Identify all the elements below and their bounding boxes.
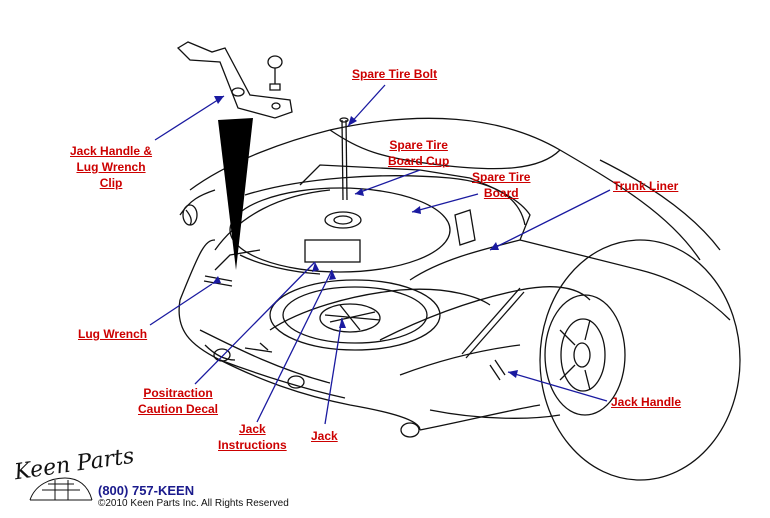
label-spare-tire-board-line-2: Board (483, 186, 519, 200)
label-jack-handle-clip-line-2: Lug Wrench (76, 160, 146, 174)
keen-parts-logo-car (29, 477, 93, 501)
label-spare-tire-board[interactable]: Spare Tire Board (472, 169, 530, 201)
label-jack-instructions-line-1: Jack (238, 422, 266, 436)
label-jack-handle-clip-line-3: Clip (99, 176, 123, 190)
label-jack-instructions[interactable]: Jack Instructions (218, 421, 287, 453)
jack-handle-wedge (218, 118, 253, 270)
label-trunk-liner[interactable]: Trunk Liner (613, 178, 678, 194)
label-jack-line-1: Jack (311, 429, 338, 443)
label-jack-handle-clip[interactable]: Jack Handle & Lug Wrench Clip (70, 143, 152, 191)
label-jack-handle[interactable]: Jack Handle (611, 394, 681, 410)
label-lug-wrench[interactable]: Lug Wrench (78, 326, 147, 342)
spare-tire-bolt-shape (339, 117, 349, 201)
label-spare-tire-board-cup-line-1: Spare Tire (389, 138, 448, 152)
car-body-outline (178, 117, 731, 438)
leader-lines (149, 84, 611, 425)
wheel (539, 239, 741, 481)
spare-tire-board-shape (214, 187, 451, 275)
label-jack-handle-line-1: Jack Handle (611, 395, 682, 409)
label-spare-tire-board-cup[interactable]: Spare Tire Board Cup (388, 137, 449, 169)
label-jack-handle-clip-line-1: Jack Handle & (70, 144, 153, 158)
leader-arrowheads (212, 96, 518, 378)
label-jack[interactable]: Jack (311, 428, 338, 444)
jack-handle-rod (454, 209, 525, 381)
label-spare-tire-board-cup-line-2: Board Cup (388, 154, 450, 168)
label-spare-tire-bolt[interactable]: Spare Tire Bolt (352, 66, 437, 82)
label-jack-instructions-line-2: Instructions (218, 438, 287, 452)
label-spare-tire-board-line-1: Spare Tire (472, 170, 531, 184)
label-trunk-liner-line-1: Trunk Liner (613, 179, 679, 193)
label-lug-wrench-line-1: Lug Wrench (78, 327, 148, 341)
copyright-text: ©2010 Keen Parts Inc. All Rights Reserve… (98, 498, 289, 509)
spare-tire-well (269, 279, 441, 351)
label-positraction-decal[interactable]: Positraction Caution Decal (138, 385, 218, 417)
phone-number[interactable]: (800) 757-KEEN (98, 483, 195, 498)
label-positraction-decal-line-2: Caution Decal (138, 402, 219, 416)
label-spare-tire-bolt-line-1: Spare Tire Bolt (352, 67, 438, 81)
label-positraction-decal-line-1: Positraction (143, 386, 213, 400)
jack-handle-clip-shape (176, 41, 293, 119)
